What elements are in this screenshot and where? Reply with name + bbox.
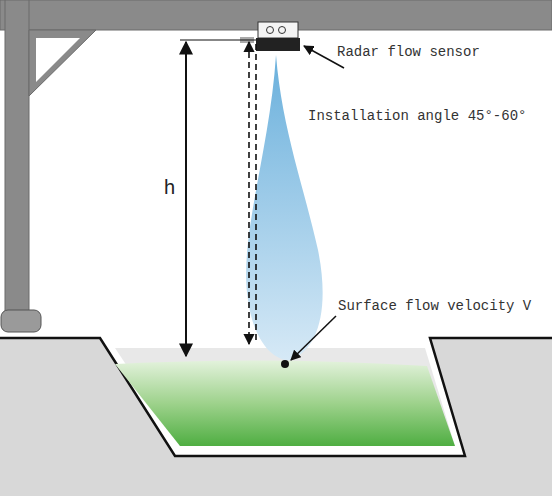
callout-label: Surface flow velocity V (338, 298, 531, 314)
sensor-lens (279, 27, 286, 34)
radar-beam (246, 55, 323, 360)
measurement-point (281, 360, 289, 368)
ground (0, 338, 552, 496)
leader-line (291, 316, 336, 360)
sensor-body (256, 38, 300, 51)
brace-hole (36, 38, 80, 82)
dimension-h (185, 42, 187, 356)
callout-label: Installation angle 45°-60° (308, 108, 526, 124)
dimension-label: h (164, 176, 175, 198)
dimension-dashed (248, 42, 250, 344)
sensor-head (258, 22, 298, 38)
post-foot (1, 310, 41, 332)
sensor-lens (267, 27, 274, 34)
dimension-dashed (255, 44, 257, 340)
water (115, 360, 455, 446)
channel-wall (115, 348, 455, 446)
reference-line (180, 39, 256, 40)
callout-label: Radar flow sensor (337, 44, 480, 60)
